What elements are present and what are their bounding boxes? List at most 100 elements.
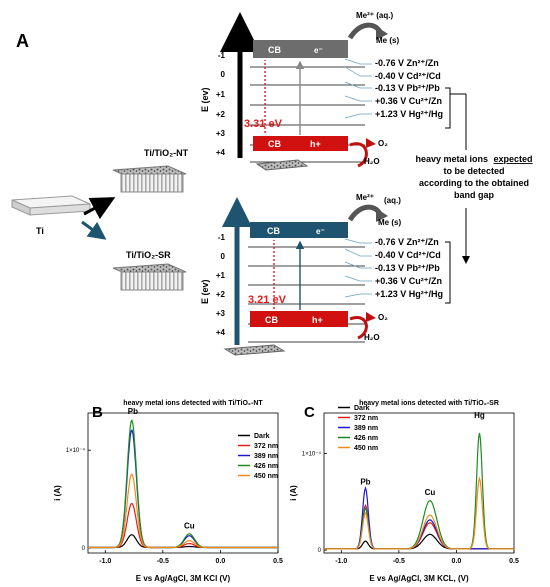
note-line-1: heavy metal ions xyxy=(415,154,488,164)
valence-band-nt xyxy=(253,136,348,151)
y-axis-label: i (A) xyxy=(53,485,62,501)
chart-title: heavy metal ions detected with Ti/TiO₂-N… xyxy=(123,400,263,407)
energy-tick-sr: +1 xyxy=(216,271,226,280)
legend-label: 389 nm xyxy=(354,425,378,432)
vb-label-sr: CB xyxy=(265,315,278,325)
potential-zn-nt: -0.76 V Zn²⁺/Zn xyxy=(375,58,439,68)
x-tick-label: -1.0 xyxy=(99,558,111,565)
energy-tick-nt: +3 xyxy=(216,129,226,138)
potential-cu-sr: +0.36 V Cu²⁺/Zn xyxy=(375,276,442,286)
y-axis-label: i (A) xyxy=(289,485,298,501)
cb-label-nt: CB xyxy=(268,45,281,55)
sr-label: Ti/TiO₂-SR xyxy=(126,250,171,260)
note-line-2: expected xyxy=(494,154,533,164)
note-box: heavy metal ions expected to be detected… xyxy=(415,154,532,200)
energy-axis-label-sr: E (ev) xyxy=(200,279,210,304)
arrow-to-sr xyxy=(81,220,107,240)
peak-label: Cu xyxy=(425,488,436,497)
potential-cd-nt: -0.40 V Cd²⁺/Cd xyxy=(375,71,441,81)
legend-label: 389 nm xyxy=(254,453,278,460)
water-sr: H₂O xyxy=(364,333,380,342)
note-line-5: band gap xyxy=(454,190,495,200)
x-tick-label: -0.5 xyxy=(393,558,405,565)
energy-tick-nt: -1 xyxy=(218,51,226,60)
y-tick-label: 0 xyxy=(82,546,86,552)
oxygen-sr: O₂ xyxy=(378,313,388,322)
bracket-nt xyxy=(445,87,451,129)
band-diagram-sr: E (ev) -1 0 +1 +2 +3 +4 CB e⁻ CB h+ 3.21… xyxy=(200,193,443,356)
electron-label-nt: e⁻ xyxy=(314,46,323,55)
cb-label-sr: CB xyxy=(267,226,280,236)
plot-frame xyxy=(323,412,515,554)
potential-pb-sr: -0.13 V Pb²⁺/Pb xyxy=(375,263,440,273)
ti-substrate xyxy=(11,195,91,216)
legend-label: 372 nm xyxy=(354,415,378,422)
x-tick-label: 0.0 xyxy=(452,558,462,565)
electron-label-sr: e⁻ xyxy=(316,227,325,236)
potential-cd-sr: -0.40 V Cd²⁺/Cd xyxy=(375,250,441,260)
water-nt: H₂O xyxy=(364,157,380,166)
band-gap-nt: 3.31 eV xyxy=(244,118,283,130)
peak-label: Pb xyxy=(360,477,370,486)
plot-frame xyxy=(87,412,279,554)
metal-solid-nt: Me (s) xyxy=(376,36,399,45)
hole-label-sr: h+ xyxy=(312,315,323,325)
legend-label: 450 nm xyxy=(354,445,378,452)
chart-c: heavy metal ions detected with Ti/TiO₂-S… xyxy=(289,400,519,583)
bracket-sr xyxy=(445,241,451,304)
band-gap-sr: 3.21 eV xyxy=(248,294,287,306)
oxidation-arrow-nt xyxy=(349,142,368,168)
conduction-band-nt xyxy=(253,40,348,58)
metal-solid-sr: Me (s) xyxy=(378,218,401,227)
energy-tick-nt: +2 xyxy=(216,110,226,119)
reduction-arrow-sr xyxy=(347,204,383,222)
energy-axis-label-nt: E (ev) xyxy=(200,87,210,112)
nt-thumbnail xyxy=(255,159,309,171)
peak-label: Cu xyxy=(184,522,195,531)
energy-tick-nt: +1 xyxy=(216,90,226,99)
energy-tick-nt: 0 xyxy=(221,70,226,79)
x-tick-label: -0.5 xyxy=(157,558,169,565)
panel-label-c: C xyxy=(304,404,315,421)
legend-label: Dark xyxy=(254,433,270,440)
series-line xyxy=(88,473,278,549)
x-axis-label: E vs Ag/AgCl, 3M KCl (V) xyxy=(136,574,231,583)
energy-tick-sr: +4 xyxy=(216,328,226,337)
sr-thumbnail xyxy=(223,344,286,356)
nt-label: Ti/TiO₂-NT xyxy=(144,148,189,158)
series-line xyxy=(324,476,514,550)
peak-label: Hg xyxy=(474,411,485,420)
metal-ion-nt: Me²⁺ (aq.) xyxy=(356,11,393,20)
energy-tick-sr: +2 xyxy=(216,290,226,299)
panel-label-a: A xyxy=(16,31,29,51)
potential-hg-nt: +1.23 V Hg²⁺/Hg xyxy=(375,109,443,119)
x-tick-label: -1.0 xyxy=(335,558,347,565)
oxygen-nt: O₂ xyxy=(378,139,388,148)
valence-band-sr xyxy=(250,311,348,327)
sr-sample xyxy=(112,263,187,291)
nt-sample xyxy=(112,165,187,193)
x-tick-label: 0.5 xyxy=(509,558,519,565)
metal-aq-sr: (aq.) xyxy=(384,196,401,205)
conduction-band-sr xyxy=(250,222,348,238)
energy-tick-sr: +3 xyxy=(216,309,226,318)
arrow-to-nt xyxy=(83,197,116,220)
energy-tick-sr: 0 xyxy=(221,252,226,261)
legend-label: 450 nm xyxy=(254,473,278,480)
hole-label-nt: h+ xyxy=(310,139,321,149)
panel-label-b: B xyxy=(92,404,103,421)
y-tick-label: 0 xyxy=(318,548,322,554)
potential-pb-nt: -0.13 V Pb²⁺/Pb xyxy=(375,83,440,93)
y-tick-label: 1×10⁻⁴ xyxy=(66,447,86,454)
potential-hg-sr: +1.23 V Hg²⁺/Hg xyxy=(375,289,443,299)
peak-label: Pb xyxy=(128,407,138,416)
legend-label: 372 nm xyxy=(254,443,278,450)
chart-title: heavy metal ions detected with Ti/TiO₂-S… xyxy=(359,400,499,407)
potential-cu-nt: +0.36 V Cu²⁺/Zn xyxy=(375,96,442,106)
metal-ion-sr: Me²⁺ xyxy=(356,193,374,202)
legend-label: Dark xyxy=(354,405,370,412)
note-line-3: to be detected xyxy=(443,166,504,176)
ti-label: Ti xyxy=(36,226,44,236)
series-line xyxy=(324,432,514,550)
